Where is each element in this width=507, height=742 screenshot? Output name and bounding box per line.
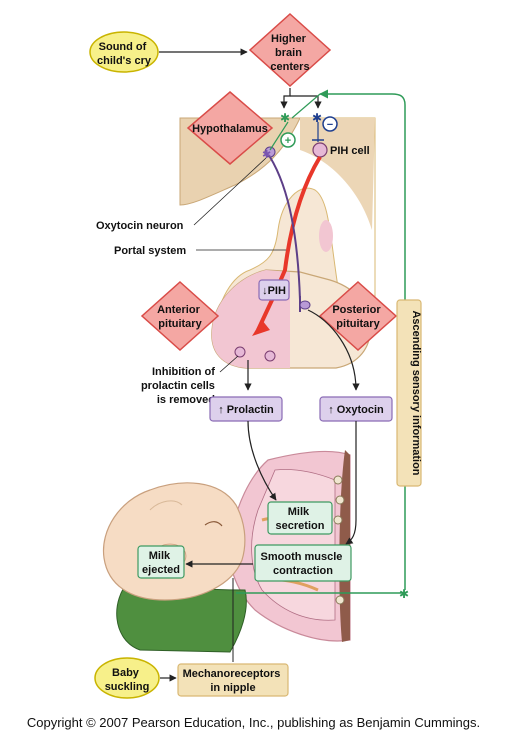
oxytocin-neuron-label: Oxytocin neuron	[96, 220, 184, 232]
brain-to-pih-arrow	[290, 95, 322, 109]
pih-axon	[256, 155, 322, 331]
suckling-stimulus-label: Baby suckling	[105, 667, 150, 693]
pih-red-arrowhead	[252, 320, 270, 336]
inhibition-label: Inhibition of prolactin cells is removed…	[141, 366, 218, 406]
ascending-sensory-line	[319, 89, 406, 590]
cry-stimulus-oval	[89, 31, 159, 73]
minus-sign-label: −	[327, 119, 333, 131]
smooth-muscle-label: Smooth muscle contraction	[261, 551, 346, 577]
milk-ejected-label: Milk ejected	[142, 550, 180, 576]
milk-secretion-box	[267, 501, 333, 535]
plus-sign-label: +	[285, 135, 291, 147]
prolactin-cell-1	[234, 346, 246, 358]
prolactin-box	[209, 396, 283, 422]
anterior-pituitary-label: Anterior pituitary	[157, 304, 203, 330]
star-icon: ✱	[399, 587, 409, 601]
milk-secretion-label: Milk secretion	[276, 506, 325, 532]
ascending-sensory-box	[396, 299, 422, 487]
oxytocin-label: ↑Oxytocin	[328, 404, 384, 416]
pih-cell-label: PIH cell	[330, 145, 370, 157]
suckling-stimulus-oval	[94, 657, 160, 699]
higher-brain-centers-label: Higher brain centers	[270, 33, 309, 73]
anterior-pituitary-diamond	[140, 280, 220, 352]
cry-stimulus-label: Sound of child's cry	[97, 41, 152, 67]
star-icon: ✱	[280, 111, 290, 125]
to-oxytocin-arrow	[307, 309, 360, 391]
excitatory-line	[269, 121, 289, 151]
prolactin-label: ↑Prolactin	[218, 404, 274, 416]
hypothalamus-diamond	[186, 91, 274, 165]
oxytocin-to-contraction-arrow	[345, 421, 357, 545]
mechanoreceptors-label: Mechanoreceptors in nipple	[183, 668, 284, 694]
posterior-pituitary-label: Posterior pituitary	[332, 304, 383, 330]
oxytocin-neuron-leader	[193, 157, 267, 226]
pih-box	[258, 279, 290, 301]
hypothalamus-label: Hypothalamus	[192, 123, 268, 135]
brain-to-hypothalamus-arrow	[280, 88, 291, 109]
minus-sign-icon	[322, 116, 338, 132]
plus-sign-icon	[280, 132, 296, 148]
oxytocin-neuron-path	[264, 146, 311, 312]
star-icon: ✱	[312, 111, 322, 125]
higher-brain-centers-diamond	[248, 12, 332, 88]
pih-cell-body	[312, 142, 328, 158]
ascending-sensory-label: Ascending sensory information	[410, 310, 422, 475]
star-icon: ✱	[262, 149, 271, 161]
mechanoreceptors-box	[177, 663, 289, 697]
milk-ejected-box	[137, 545, 185, 579]
posterior-pituitary-diamond	[318, 280, 398, 352]
smooth-muscle-box	[254, 544, 352, 582]
pih-label: ↓PIH	[262, 285, 286, 297]
portal-system-label: Portal system	[114, 245, 186, 257]
prolactin-to-secretion-arrow	[247, 420, 277, 501]
copyright-footer: Copyright © 2007 Pearson Education, Inc.…	[26, 715, 481, 730]
prolactin-cell-2	[264, 350, 276, 362]
